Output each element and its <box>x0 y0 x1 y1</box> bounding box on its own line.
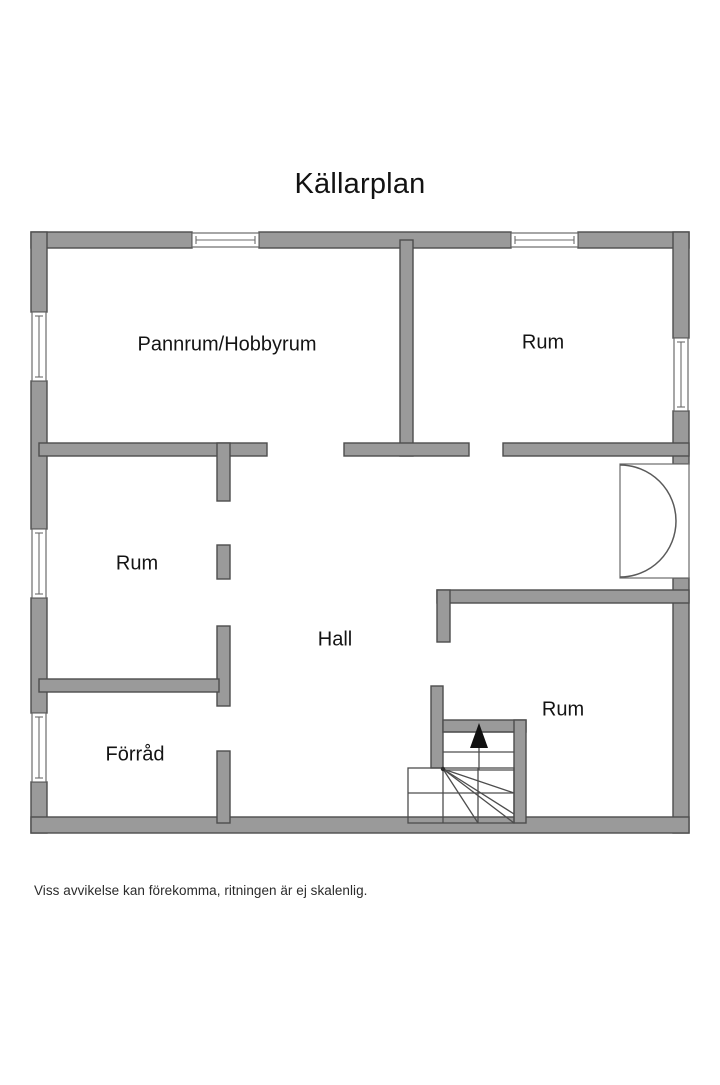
wall-stair-enclosure-vertical <box>430 685 444 769</box>
stair-direction-arrow-icon <box>470 723 488 770</box>
staircase <box>407 723 515 824</box>
exterior-walls <box>30 231 690 834</box>
room-label-forrad: Förråd <box>106 743 165 765</box>
wall-interior-horizontal-mid-left <box>38 678 220 693</box>
wall-exterior-right-s3 <box>672 577 690 834</box>
stair-winder-treads <box>440 766 515 824</box>
windows <box>31 232 689 783</box>
room-label-rum-mid-left: Rum <box>116 552 158 574</box>
window-left-middle <box>31 528 47 599</box>
wall-interior-room-br-left-return <box>436 589 451 643</box>
wall-exterior-top-middle <box>258 231 512 249</box>
wall-interior-horizontal-upper-mid <box>343 442 470 457</box>
window-top-right <box>510 232 579 248</box>
room-label-pannrum-hobbyrum: Pannrum/Hobbyrum <box>138 333 317 355</box>
window-right <box>673 337 689 412</box>
door-right-double <box>619 463 690 579</box>
wall-stair-enclosure-right <box>513 719 527 824</box>
room-label-hall: Hall <box>318 628 352 650</box>
wall-exterior-bottom <box>30 816 690 834</box>
wall-exterior-top-left <box>30 231 193 249</box>
room-label-rum-top-right: Rum <box>522 331 564 353</box>
page-title: Källarplan <box>294 168 426 200</box>
disclaimer-note: Viss avvikelse kan förekomma, ritningen … <box>34 883 368 898</box>
wall-interior-vertical-stub-1 <box>216 442 231 502</box>
wall-exterior-left-s3 <box>30 597 48 714</box>
wall-interior-horizontal-upper-left <box>38 442 268 457</box>
wall-exterior-right-s1 <box>672 231 690 339</box>
wall-interior-horizontal-upper-right <box>502 442 690 457</box>
window-left-lower <box>31 712 47 783</box>
window-left-upper <box>31 311 47 382</box>
stair-treads-left-extension <box>407 767 515 824</box>
wall-interior-vertical-stub-4 <box>216 750 231 824</box>
room-label-rum-bottom-right: Rum <box>542 698 584 720</box>
window-top-left <box>191 232 260 248</box>
wall-interior-vertical-upper <box>399 239 414 457</box>
room-labels: Pannrum/Hobbyrum Rum Rum Hall Förråd Rum <box>106 331 585 765</box>
wall-interior-room-br-top <box>436 589 690 604</box>
wall-interior-vertical-stub-3 <box>216 625 231 707</box>
wall-exterior-left-s1 <box>30 231 48 313</box>
interior-walls <box>38 239 690 824</box>
wall-interior-vertical-stub-2 <box>216 544 231 580</box>
